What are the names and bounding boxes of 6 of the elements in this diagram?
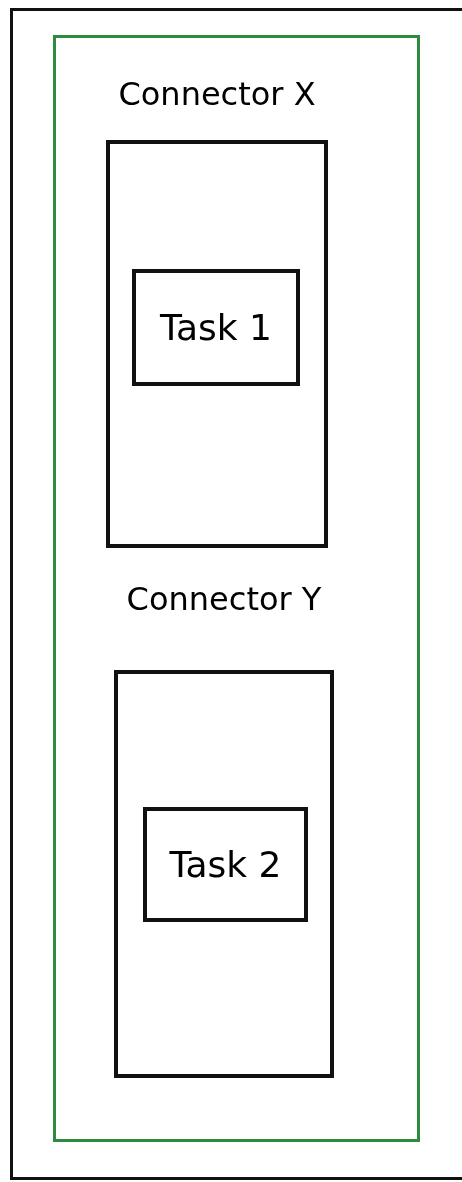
box-heading: Connector Y [125,580,323,618]
task-box: Task 1 [132,269,300,386]
outer-frame [10,8,462,1180]
task-box: Task 2 [143,807,308,922]
box-heading: Connector X [117,75,317,113]
container-box [53,35,420,1142]
